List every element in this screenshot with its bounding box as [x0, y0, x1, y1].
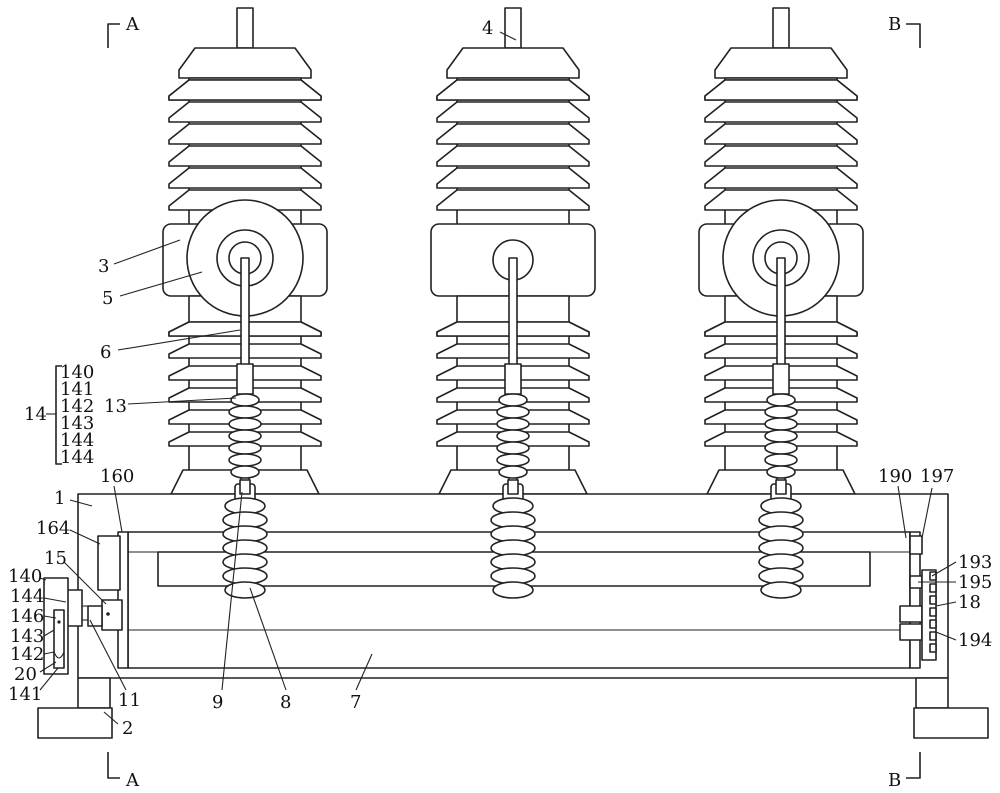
ref-193: 193 [958, 552, 992, 573]
ref-11: 11 [118, 690, 141, 711]
ref-197: 197 [920, 466, 954, 487]
ref-160: 160 [100, 466, 134, 487]
ref-141: 141 [8, 684, 42, 705]
ref-1: 1 [54, 488, 65, 509]
section-marks: A B A B [107, 14, 921, 791]
ref-6: 6 [100, 342, 111, 363]
group-14-item: 140 [60, 362, 94, 383]
ref-9: 9 [212, 692, 223, 713]
section-mark-a-top: A [125, 14, 140, 35]
ref-146: 146 [10, 606, 44, 627]
group-14-item: 142 [60, 396, 94, 417]
ref-3: 3 [98, 256, 109, 277]
group-14-item: 144 [60, 447, 94, 468]
ref-190: 190 [878, 466, 912, 487]
left-mechanism [43, 535, 123, 675]
ref-143: 143 [10, 626, 44, 647]
ref-15: 15 [44, 548, 67, 569]
ref-20: 20 [14, 664, 37, 685]
leader-lines [39, 31, 957, 725]
section-mark-b-bottom: B [888, 770, 901, 791]
group-14-item: 143 [60, 413, 94, 434]
ref-4: 4 [482, 18, 493, 39]
ref-164: 164 [36, 518, 70, 539]
ref-2: 2 [122, 718, 133, 739]
group-14-label: 14 [24, 404, 47, 425]
ref-8: 8 [280, 692, 291, 713]
ref-13: 13 [104, 396, 127, 417]
group-14-callout: 14 140 141 142 143 144 144 [24, 362, 94, 468]
ref-7: 7 [350, 692, 361, 713]
section-mark-b-top: B [888, 14, 901, 35]
section-mark-a-bottom: A [125, 770, 140, 791]
ref-194: 194 [958, 630, 992, 651]
ref-5: 5 [102, 288, 113, 309]
ref-142: 142 [10, 644, 44, 665]
ref-195: 195 [958, 572, 992, 593]
ref-18: 18 [958, 592, 981, 613]
group-14-item: 141 [60, 379, 94, 400]
ref-144: 144 [10, 586, 44, 607]
right-mechanism [899, 535, 937, 661]
ref-140: 140 [8, 566, 42, 587]
reference-numerals: 4 3 5 6 13 1 160 164 15 140 144 146 143 … [8, 18, 992, 739]
group-14-item: 144 [60, 430, 94, 451]
